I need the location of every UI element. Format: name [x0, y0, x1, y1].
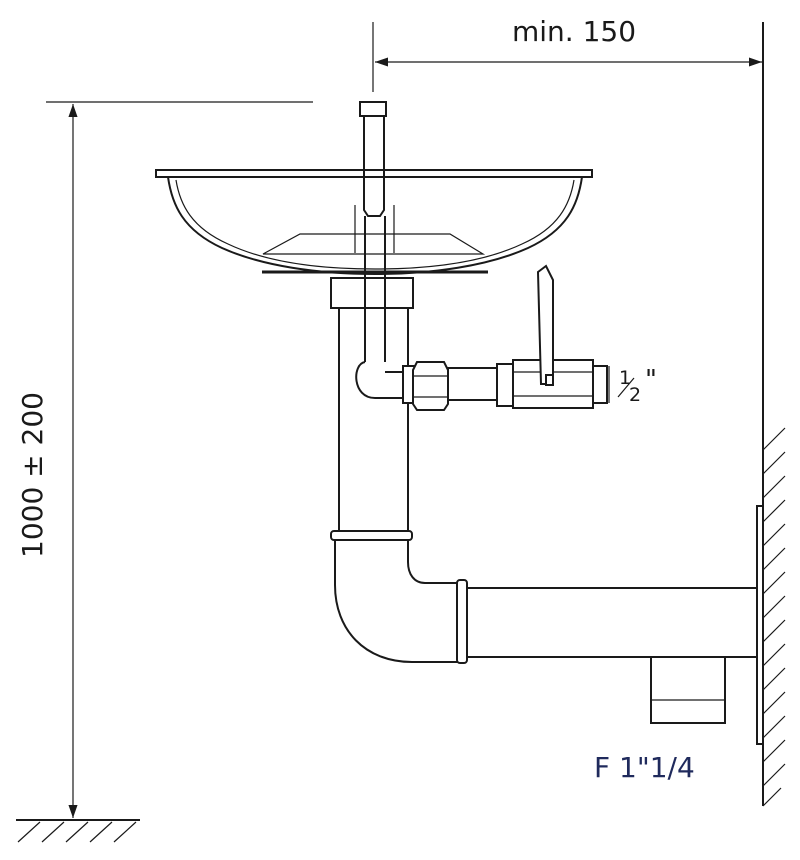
bowl-collar — [330, 277, 414, 309]
height-dimension-label: 1000 ± 200 — [16, 392, 49, 558]
horizontal-drain — [456, 579, 758, 664]
wall — [762, 22, 786, 807]
valve-end-right — [592, 365, 608, 404]
inlet-size-label: 1 2 " — [617, 365, 657, 406]
height-dimension: 1000 ± 200 — [16, 101, 313, 818]
hex-nut-lines — [414, 375, 447, 398]
horizontal-pipe — [464, 587, 758, 658]
bowl-rim — [155, 169, 593, 178]
inlet-label-suffix: " — [645, 365, 657, 395]
hex-nut — [412, 361, 449, 411]
valve-handle-pin — [545, 374, 554, 386]
pipe-coupling-ring — [330, 530, 413, 541]
supply-pipe-inner — [364, 216, 386, 362]
outlet-size-label: F 1"1/4 — [594, 751, 695, 784]
floor-hatch — [16, 819, 140, 843]
horizontal-pipe-ring — [456, 579, 468, 664]
supply-pipe-upper — [363, 116, 385, 217]
bowl-hidden-lines — [354, 205, 395, 253]
bowl-cone — [262, 233, 486, 255]
width-dimension-label: min. 150 — [512, 15, 636, 48]
inlet-label-denominator: 2 — [629, 384, 641, 406]
width-dimension: min. 150 — [372, 15, 762, 92]
valve-connector — [447, 367, 501, 401]
elbow-body — [334, 539, 461, 663]
drain-bowl — [155, 169, 593, 276]
inlet-label-fraction-bar — [617, 377, 635, 398]
wall-flange — [756, 505, 764, 745]
outlet-body — [650, 656, 726, 724]
valve-handle — [536, 264, 554, 385]
supply-pipe-cap — [359, 101, 387, 117]
valve-end-left — [496, 363, 514, 407]
inlet-label-numerator: 1 — [619, 367, 631, 389]
bowl-inner-line — [175, 179, 575, 270]
ball-valve — [496, 264, 610, 409]
standpipe — [338, 304, 409, 536]
nut-fitting — [402, 361, 449, 411]
wall-outlet — [650, 505, 764, 745]
wall-hatch — [762, 427, 786, 807]
drain-elbow — [334, 539, 461, 663]
bowl-body — [166, 176, 584, 276]
standpipe-body — [338, 304, 409, 536]
